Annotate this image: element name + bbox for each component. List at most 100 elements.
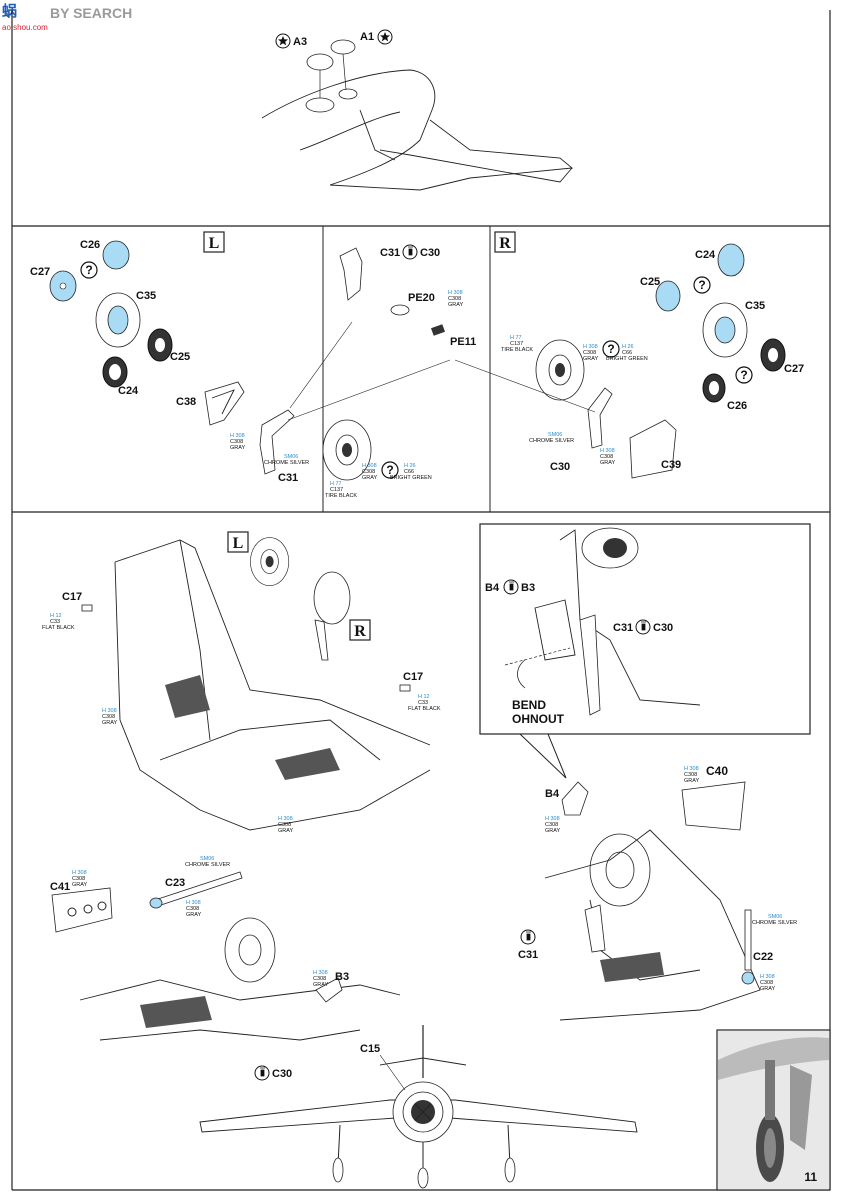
svg-text:FLAT BLACK: FLAT BLACK [408,706,441,712]
svg-text:GRAY: GRAY [72,882,88,888]
side-label-left-gear: L [233,535,244,552]
paint-callout-gray-bay-2: H 308 C308 GRAY [278,816,294,834]
svg-text:H 308: H 308 [278,816,293,822]
part-label-c24-left: C24 [118,385,139,397]
side-label-left: L [209,235,220,252]
part-label-c17-right: C17 [403,671,423,683]
svg-text:SM06: SM06 [200,856,214,862]
svg-text:BRIGHT GREEN: BRIGHT GREEN [606,356,648,362]
part-label-c40: C40 [706,764,728,778]
svg-text:H 26: H 26 [404,463,416,469]
watermark: 蜗 BY SEARCH ao.shou.com [2,3,132,32]
paint-callout-chrome-c22: SM06 CHROME SILVER [752,914,797,926]
svg-text:H 26: H 26 [622,344,634,350]
svg-text:C308: C308 [362,469,375,475]
svg-text:CHROME SILVER: CHROME SILVER [752,920,797,926]
bend-instruction-line1: BEND [512,698,546,712]
paint-callout-chrome-l: SM06 CHROME SILVER [264,454,309,466]
question-icon [80,261,98,279]
glue-icon [520,929,536,945]
side-label-right-gear: R [354,623,366,640]
watermark-site: ao.shou.com [2,23,48,32]
svg-text:FLAT BLACK: FLAT BLACK [42,625,75,631]
paint-callout-hub-r: H 308 C308 GRAY H 26 C66 BRIGHT GREEN [583,340,648,362]
part-label-c22: C22 [753,951,773,963]
panel-frames [11,10,831,1191]
svg-text:H 308: H 308 [545,816,560,822]
question-icon [602,340,620,358]
part-label-c39: C39 [661,459,681,471]
part-label-b3-inset: B3 [521,582,535,594]
paint-callout-gray-l: H 308 C308 GRAY [230,433,246,451]
svg-text:GRAY: GRAY [230,445,246,451]
paint-callout-gray-b3: H 308 C308 GRAY [313,970,329,988]
paint-callout-gray-m: H 308 C308 GRAY [448,290,464,308]
svg-text:H 308: H 308 [760,974,775,980]
paint-callout-gray-c22: H 308 C308 GRAY [760,974,776,992]
svg-text:H 308: H 308 [684,766,699,772]
svg-text:CHROME SILVER: CHROME SILVER [529,438,574,444]
svg-text:C308: C308 [278,822,291,828]
svg-text:GRAY: GRAY [448,302,464,308]
part-label-c26: C26 [80,239,100,251]
paint-callout-chrome-c23: SM06 CHROME SILVER [185,856,230,868]
paint-callout-gray-c23: H 308 C308 GRAY [186,900,202,918]
paint-callout-gray-b4: H 308 C308 GRAY [545,816,561,834]
part-label-c38: C38 [176,396,196,408]
svg-text:GRAY: GRAY [545,828,561,834]
part-label-c25-right: C25 [640,276,660,288]
glue-icon [402,244,418,260]
svg-text:GRAY: GRAY [313,982,329,988]
paint-callout-chrome-r: SM06 CHROME SILVER [529,432,574,444]
inset-bend-detail: B4 B3 C31 C30 BEND OHNOUT [485,527,701,779]
part-label-b4: B4 [545,788,560,800]
paint-callout-gray-bay-1: H 308 C308 GRAY [102,708,118,726]
right-wheel-assembly [535,339,585,401]
svg-text:H 308: H 308 [362,463,377,469]
paint-callout-hub-l: H 308 C308 GRAY H 26 C66 BRIGHT GREEN [362,461,432,481]
star-icon [377,29,393,45]
part-label-c30-right: C30 [550,461,570,473]
part-label-c27-right: C27 [784,363,804,375]
svg-text:GRAY: GRAY [278,828,294,834]
svg-text:C308: C308 [684,772,697,778]
paint-callout-black-l: H 12 C33 FLAT BLACK [42,613,75,631]
side-label-right: R [499,235,511,252]
part-label-c31-inset: C31 [613,622,633,634]
part-label-c17-left: C17 [62,591,82,603]
svg-text:C308: C308 [313,976,326,982]
part-label-c30-mid: C30 [420,247,440,259]
svg-text:GRAY: GRAY [102,720,118,726]
part-label-b4-inset: B4 [485,582,500,594]
svg-text:TIRE BLACK: TIRE BLACK [325,493,357,499]
svg-text:H 77: H 77 [510,335,522,341]
svg-text:BRIGHT GREEN: BRIGHT GREEN [390,475,432,481]
svg-text:SM06: SM06 [284,454,298,460]
paint-callout-gray-r: H 308 C308 GRAY [600,448,616,466]
svg-text:GRAY: GRAY [186,912,202,918]
part-label-c30-bay: C30 [272,1068,292,1080]
svg-text:H 308: H 308 [313,970,328,976]
svg-text:C308: C308 [760,980,773,986]
svg-text:C308: C308 [186,906,199,912]
svg-text:C308: C308 [545,822,558,828]
section-gear-bays: L R C17 H 12 C33 FLAT BLACK C17 H 12 C33… [42,531,441,834]
svg-text:H 308: H 308 [102,708,117,714]
svg-text:CHROME SILVER: CHROME SILVER [185,862,230,868]
svg-text:C308: C308 [230,439,243,445]
svg-text:GRAY: GRAY [760,986,776,992]
svg-text:GRAY: GRAY [583,356,599,362]
part-label-c31-left: C31 [278,472,298,484]
svg-text:H 308: H 308 [448,290,463,296]
svg-text:CHROME SILVER: CHROME SILVER [264,460,309,466]
paint-callout-gray-c41: H 308 C308 GRAY [72,870,88,888]
part-label-c31-nose: C31 [518,949,538,961]
part-label-pe11: PE11 [450,336,476,348]
part-label-c23: C23 [165,877,185,889]
paint-callout-gray-c40: H 308 C308 GRAY [684,766,700,784]
part-label-c35-right: C35 [745,300,765,312]
part-label-a1: A1 [360,31,374,43]
svg-text:GRAY: GRAY [600,460,616,466]
svg-text:H 308: H 308 [600,448,615,454]
